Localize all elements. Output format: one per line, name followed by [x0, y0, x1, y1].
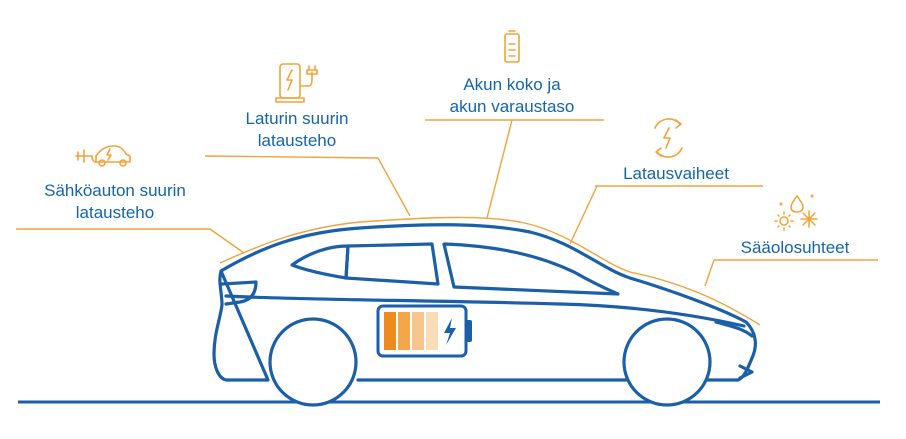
car-body: [212, 223, 757, 382]
leader-battery-size: [425, 119, 604, 219]
wheels: [268, 317, 712, 407]
battery-bolt-icon: [444, 318, 456, 345]
battery-cell: [398, 312, 410, 350]
label-weather-line1: Sääolosuhteet: [740, 238, 850, 257]
car-tail-light: [220, 280, 258, 306]
label-battery-size-line2: akun varaustaso: [449, 97, 575, 116]
roof-curve: [219, 216, 761, 326]
battery-cells: [384, 312, 438, 350]
label-car-max-power-line1: Sähköauton suurin: [44, 181, 186, 200]
car-outline: [212, 223, 757, 382]
leader-charging-phases: [569, 185, 763, 245]
label-charger-max-power-line1: Laturin suurin: [245, 109, 349, 128]
car-window-middle: [344, 242, 440, 286]
charging-station-icon: [275, 63, 318, 103]
battery-cell: [426, 312, 438, 350]
car-window-rear: [290, 244, 350, 280]
car-lower-trim: [738, 364, 754, 380]
ev-car-plug-icon: [75, 145, 131, 167]
car-battery-terminal: [466, 320, 472, 342]
car-head-light: [714, 320, 754, 338]
label-charger-max-power-line2: latausteho: [257, 131, 337, 150]
weather-icon: [774, 194, 818, 231]
battery-icon: [504, 30, 520, 63]
label-car-max-power: Sähköauton suurin latausteho: [30, 180, 200, 224]
leader-weather: [704, 259, 878, 287]
label-charging-phases: Latausvaiheet: [606, 163, 746, 185]
battery-cell: [412, 312, 424, 350]
leader-lines: [16, 119, 878, 287]
label-weather: Sääolosuhteet: [725, 237, 865, 259]
front-wheel: [622, 317, 712, 407]
label-charging-phases-line1: Latausvaiheet: [623, 164, 729, 183]
battery-cell: [384, 312, 396, 350]
label-charger-max-power: Laturin suurin latausteho: [222, 108, 372, 152]
car-battery: [376, 304, 472, 358]
leader-charger-max-power: [204, 155, 411, 217]
label-battery-size: Akun koko ja akun varaustaso: [437, 74, 587, 118]
rear-wheel: [268, 317, 358, 407]
charging-cycle-icon: [654, 118, 683, 158]
label-car-max-power-line2: latausteho: [75, 203, 155, 222]
label-battery-size-line1: Akun koko ja: [463, 75, 561, 94]
car-crease: [224, 294, 746, 328]
car-window-front: [442, 242, 620, 296]
leader-car-max-power: [16, 228, 245, 254]
